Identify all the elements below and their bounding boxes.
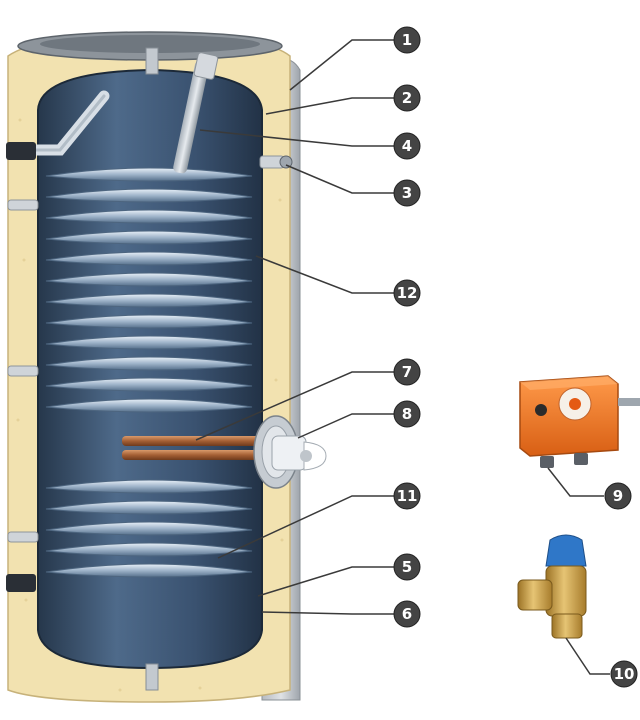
callout-bubble bbox=[610, 660, 638, 688]
callout-number: 6 bbox=[402, 605, 412, 623]
callout-number: 4 bbox=[402, 137, 412, 155]
sensor-sleeve bbox=[259, 155, 293, 169]
bottom-drain-stub bbox=[145, 663, 159, 691]
callout-2: 2 bbox=[265, 84, 421, 115]
callout-bubble bbox=[393, 84, 421, 112]
callout-bubble bbox=[393, 400, 421, 428]
callout-bubble bbox=[393, 132, 421, 160]
upper-coil-turn bbox=[45, 398, 253, 413]
top-lid bbox=[17, 31, 283, 61]
callout-number: 2 bbox=[402, 89, 412, 107]
top-outlet-stub bbox=[145, 47, 159, 75]
callout-bubble bbox=[393, 482, 421, 510]
upper-coil-turn bbox=[45, 335, 253, 350]
leader-line bbox=[261, 611, 394, 615]
upper-coil-turn bbox=[45, 167, 253, 182]
leader-line bbox=[257, 566, 394, 597]
callout-number: 7 bbox=[402, 363, 412, 381]
callout-bubble bbox=[604, 482, 632, 510]
upper-coil-turn bbox=[45, 188, 253, 203]
leader-line bbox=[195, 371, 394, 441]
callout-bubble bbox=[393, 358, 421, 386]
callout-1: 1 bbox=[289, 26, 421, 91]
callout-bubble bbox=[393, 179, 421, 207]
electric-heating-element bbox=[122, 436, 272, 460]
lower-coil-turn bbox=[45, 563, 253, 578]
callout-3: 3 bbox=[285, 164, 421, 207]
callout-number: 5 bbox=[402, 558, 412, 576]
leader-line bbox=[265, 97, 394, 115]
leader-line bbox=[285, 164, 394, 194]
callout-12: 12 bbox=[255, 255, 421, 307]
callout-number: 9 bbox=[613, 487, 623, 505]
callout-number: 1 bbox=[402, 31, 412, 49]
magnesium-anode bbox=[173, 52, 219, 174]
callout-bubble bbox=[393, 553, 421, 581]
left-side-connections bbox=[6, 142, 39, 592]
callout-10: 10 bbox=[565, 637, 638, 688]
heater-flange bbox=[253, 415, 327, 489]
lower-coil-turn bbox=[45, 500, 253, 515]
callout-number: 12 bbox=[397, 284, 418, 302]
callout-6: 6 bbox=[261, 600, 421, 628]
lower-coil-turn bbox=[45, 521, 253, 536]
external-thermostat bbox=[519, 375, 640, 468]
leader-line bbox=[547, 467, 604, 497]
callout-7: 7 bbox=[195, 358, 421, 441]
lower-coil-turn bbox=[45, 479, 253, 494]
leader-line bbox=[297, 413, 394, 439]
callout-number: 8 bbox=[402, 405, 412, 423]
leader-line bbox=[289, 39, 394, 91]
safety-valve bbox=[517, 534, 587, 639]
leader-line bbox=[255, 255, 394, 294]
upper-coil-turn bbox=[45, 377, 253, 392]
callout-bubble bbox=[393, 600, 421, 628]
callout-8: 8 bbox=[297, 400, 421, 439]
upper-coil-turn bbox=[45, 356, 253, 371]
callout-11: 11 bbox=[217, 482, 421, 559]
leader-line bbox=[565, 637, 610, 675]
callout-bubble bbox=[393, 279, 421, 307]
leader-line bbox=[217, 495, 394, 559]
upper-heat-exchanger-coil bbox=[45, 167, 253, 413]
lower-coil-turn bbox=[45, 542, 253, 557]
callout-4: 4 bbox=[199, 129, 421, 160]
upper-coil-turn bbox=[45, 272, 253, 287]
callout-9: 9 bbox=[547, 467, 632, 510]
callout-number: 10 bbox=[614, 665, 635, 683]
callout-number: 11 bbox=[397, 487, 418, 505]
callout-number: 3 bbox=[402, 184, 412, 202]
upper-coil-turn bbox=[45, 293, 253, 308]
upper-coil-turn bbox=[45, 251, 253, 266]
upper-coil-turn bbox=[45, 230, 253, 245]
lower-heat-exchanger-coil bbox=[45, 479, 253, 578]
callout-5: 5 bbox=[257, 553, 421, 597]
callout-bubble bbox=[393, 26, 421, 54]
leader-line bbox=[199, 129, 394, 147]
upper-coil-turn bbox=[45, 314, 253, 329]
upper-coil-turn bbox=[45, 209, 253, 224]
